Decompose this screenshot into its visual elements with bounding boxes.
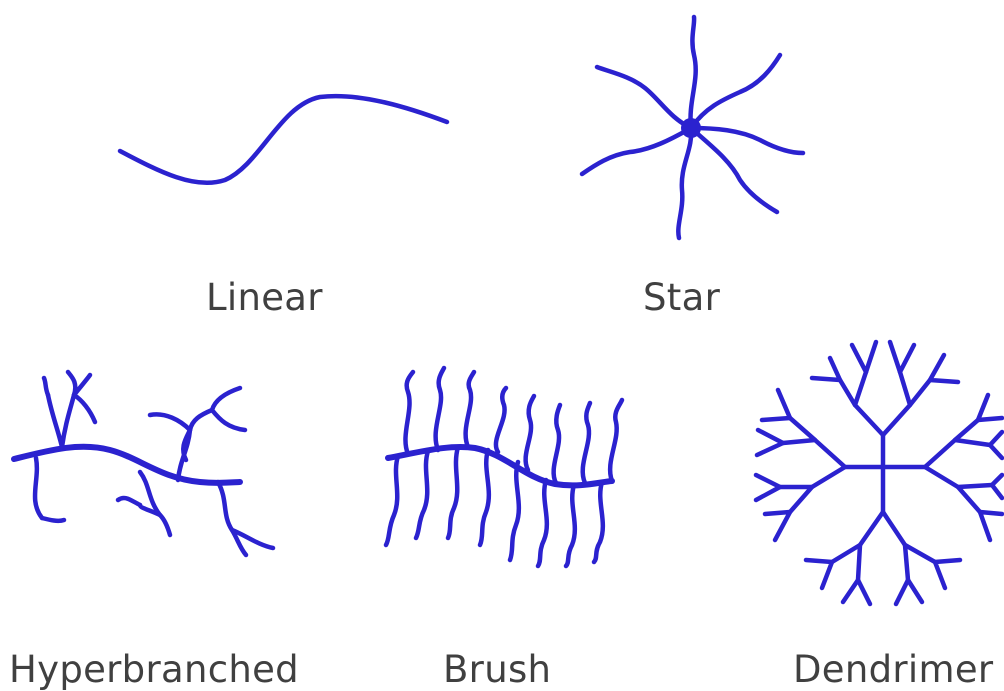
dendrimer-branch	[896, 580, 922, 604]
dendrimer-branch	[765, 512, 790, 540]
hyperbranched-branch	[35, 458, 42, 518]
hyperbranched-backbone	[14, 447, 240, 483]
brush-bristle	[480, 450, 489, 545]
dendrimer-branch	[780, 487, 812, 512]
dendrimer-branch	[935, 560, 960, 588]
dendrimer-branch	[925, 440, 958, 487]
brush-bristle	[594, 482, 603, 562]
hyperbranched-branch	[218, 482, 246, 555]
brush-bristle	[566, 485, 575, 566]
star-arm-down	[678, 128, 691, 238]
dendrimer-branch	[756, 475, 780, 500]
brush-bristle	[416, 451, 428, 538]
dendrimer-branch	[890, 342, 914, 372]
star-arm-upper-right	[691, 55, 780, 128]
star-arm-lower-left	[582, 128, 691, 174]
brush-label: Brush	[443, 651, 551, 688]
dendrimer-branch	[930, 355, 958, 382]
star-label: Star	[643, 279, 720, 316]
star-arm-up	[691, 17, 696, 128]
hyperbranched-branch	[118, 498, 140, 505]
brush-bristle	[496, 388, 506, 452]
dendrimer-branch	[990, 432, 1002, 458]
hyperbranched-branch	[44, 378, 48, 395]
linear-chain	[120, 96, 447, 183]
dendrimer-branch	[980, 512, 1002, 540]
hyperbranched-branch	[42, 518, 64, 521]
dendrimer-branch	[955, 420, 990, 445]
brush-bristle	[386, 456, 398, 545]
dendrimer-branch	[978, 395, 1002, 420]
hyperbranched-branch	[140, 472, 170, 535]
dendrimer-branch	[855, 405, 910, 435]
star-core	[681, 118, 701, 138]
brush-bristle	[466, 372, 474, 447]
star-arm-upper-left	[597, 67, 691, 128]
brush-bristle	[526, 396, 534, 470]
dendrimer-polymer	[756, 342, 1002, 604]
hyperbranched-branch	[48, 395, 62, 447]
dendrimer-branch	[832, 545, 860, 580]
dendrimer-branch	[900, 372, 930, 405]
dendrimer-branch	[992, 475, 1002, 498]
hyperbranched-branch	[212, 410, 245, 430]
brush-bristle	[436, 368, 444, 450]
dendrimer-branch	[958, 485, 992, 512]
dendrimer-branch	[840, 372, 866, 405]
hyperbranched-label: Hyperbranched	[9, 651, 299, 688]
brush-bristle	[583, 403, 590, 483]
brush-bristle	[554, 405, 560, 483]
linear-polymer	[120, 96, 447, 183]
brush-bristle	[405, 372, 413, 454]
dendrimer-branch	[812, 358, 840, 380]
dendrimer-branch	[852, 342, 876, 372]
brush-bristle	[610, 400, 622, 481]
dendrimer-core	[845, 435, 925, 512]
hyperbranched-branch	[62, 372, 75, 447]
dendrimer-branch	[783, 418, 815, 443]
dendrimer-branch	[757, 430, 783, 455]
brush-polymer	[386, 368, 622, 566]
star-polymer	[582, 17, 803, 238]
dendrimer-branch	[860, 512, 905, 545]
brush-bristle	[510, 462, 519, 560]
hyperbranched-branch	[74, 395, 95, 422]
dendrimer-label: Dendrimer	[793, 651, 993, 688]
hyperbranched-branch	[150, 414, 190, 430]
dendrimer-branch	[905, 545, 935, 580]
dendrimer-branch	[806, 560, 832, 588]
brush-bristle	[448, 447, 458, 538]
hyperbranched-branch	[212, 388, 240, 410]
dendrimer-branch	[843, 580, 870, 604]
linear-label: Linear	[206, 279, 323, 316]
dendrimer-branch	[812, 440, 845, 487]
hyperbranched-polymer	[14, 372, 273, 555]
brush-bristle	[538, 480, 547, 566]
dendrimer-branch	[762, 390, 790, 420]
